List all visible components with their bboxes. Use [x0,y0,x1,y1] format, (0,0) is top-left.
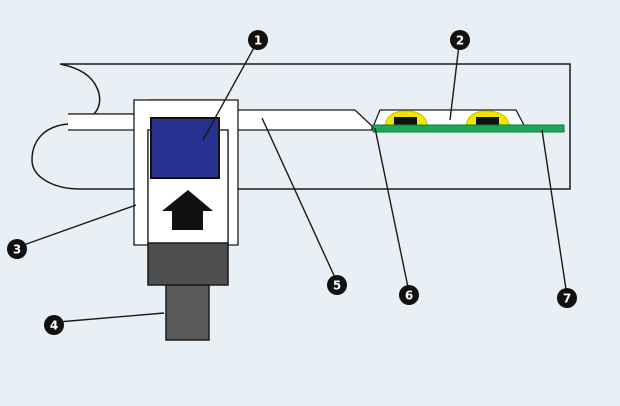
leader-1 [202,43,257,141]
blue-block [150,117,220,179]
callout-2-label: 2 [456,34,464,48]
callout-3-circle [7,239,27,259]
callout-5: 5 [327,275,347,295]
callout-1-label: 1 [254,34,262,48]
callout-2-circle [450,30,470,50]
callout-4-label: 4 [50,319,58,333]
callout-6-label: 6 [405,289,413,303]
leader-3 [17,204,137,248]
leader-7 [541,129,568,297]
leader-4 [57,312,165,323]
callout-7: 7 [557,288,577,308]
callout-2: 2 [450,30,470,50]
callout-4: 4 [44,315,64,335]
callout-3: 3 [7,239,27,259]
component-right [465,110,511,128]
callout-1: 1 [248,30,268,50]
leader-5 [261,117,338,283]
callout-3-label: 3 [13,243,21,257]
callout-7-circle [557,288,577,308]
callout-5-circle [327,275,347,295]
callout-4-circle [44,315,64,335]
gray-block [147,242,229,286]
callout-6: 6 [399,285,419,305]
green-board [372,124,565,133]
callout-7-label: 7 [563,292,571,306]
callout-1-circle [248,30,268,50]
leader-2 [449,44,460,121]
callout-5-label: 5 [333,279,341,293]
component-left [384,110,429,128]
leader-6 [374,127,410,293]
leader-lines [17,43,568,323]
callout-6-circle [399,285,419,305]
up-arrow-icon [162,190,213,230]
gray-post [165,284,210,341]
